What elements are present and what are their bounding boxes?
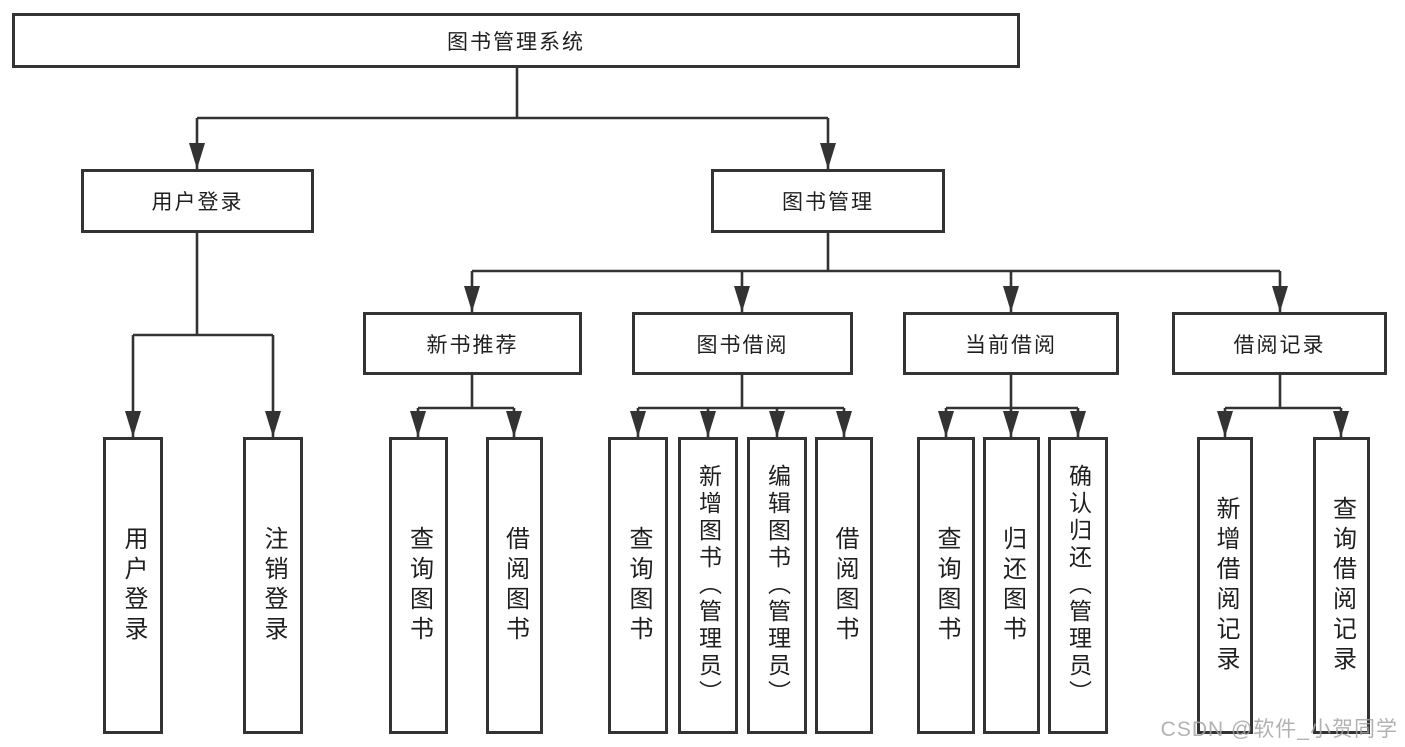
leaf-edit-book-admin: 编辑图书（管理员） [747,437,807,734]
node-book-management: 图书管理 [711,169,945,233]
leaf-query-books-current: 查询图书 [917,437,975,734]
leaf-borrow-books-recommend: 借阅图书 [486,437,543,734]
node-borrow-records: 借阅记录 [1172,312,1387,375]
node-new-book-recommend: 新书推荐 [363,312,582,375]
node-user-login: 用户登录 [81,169,314,233]
node-current-borrow: 当前借阅 [903,312,1119,375]
node-root-library-system: 图书管理系统 [12,13,1020,68]
leaf-logout: 注销登录 [243,437,303,734]
csdn-watermark: CSDN @软件_小贺同学 [1160,718,1398,741]
leaf-user-login: 用户登录 [103,437,163,734]
leaf-borrow-books: 借阅图书 [815,437,873,734]
leaf-add-book-admin: 新增图书（管理员） [678,437,738,734]
node-book-borrow: 图书借阅 [632,312,853,375]
leaf-confirm-return-admin: 确认归还（管理员） [1048,437,1108,734]
leaf-add-borrow-record: 新增借阅记录 [1197,437,1253,734]
leaf-query-borrow-record: 查询借阅记录 [1313,437,1370,734]
leaf-query-books-recommend: 查询图书 [389,437,448,734]
leaf-return-book: 归还图书 [983,437,1040,734]
leaf-query-books-borrow: 查询图书 [608,437,668,734]
